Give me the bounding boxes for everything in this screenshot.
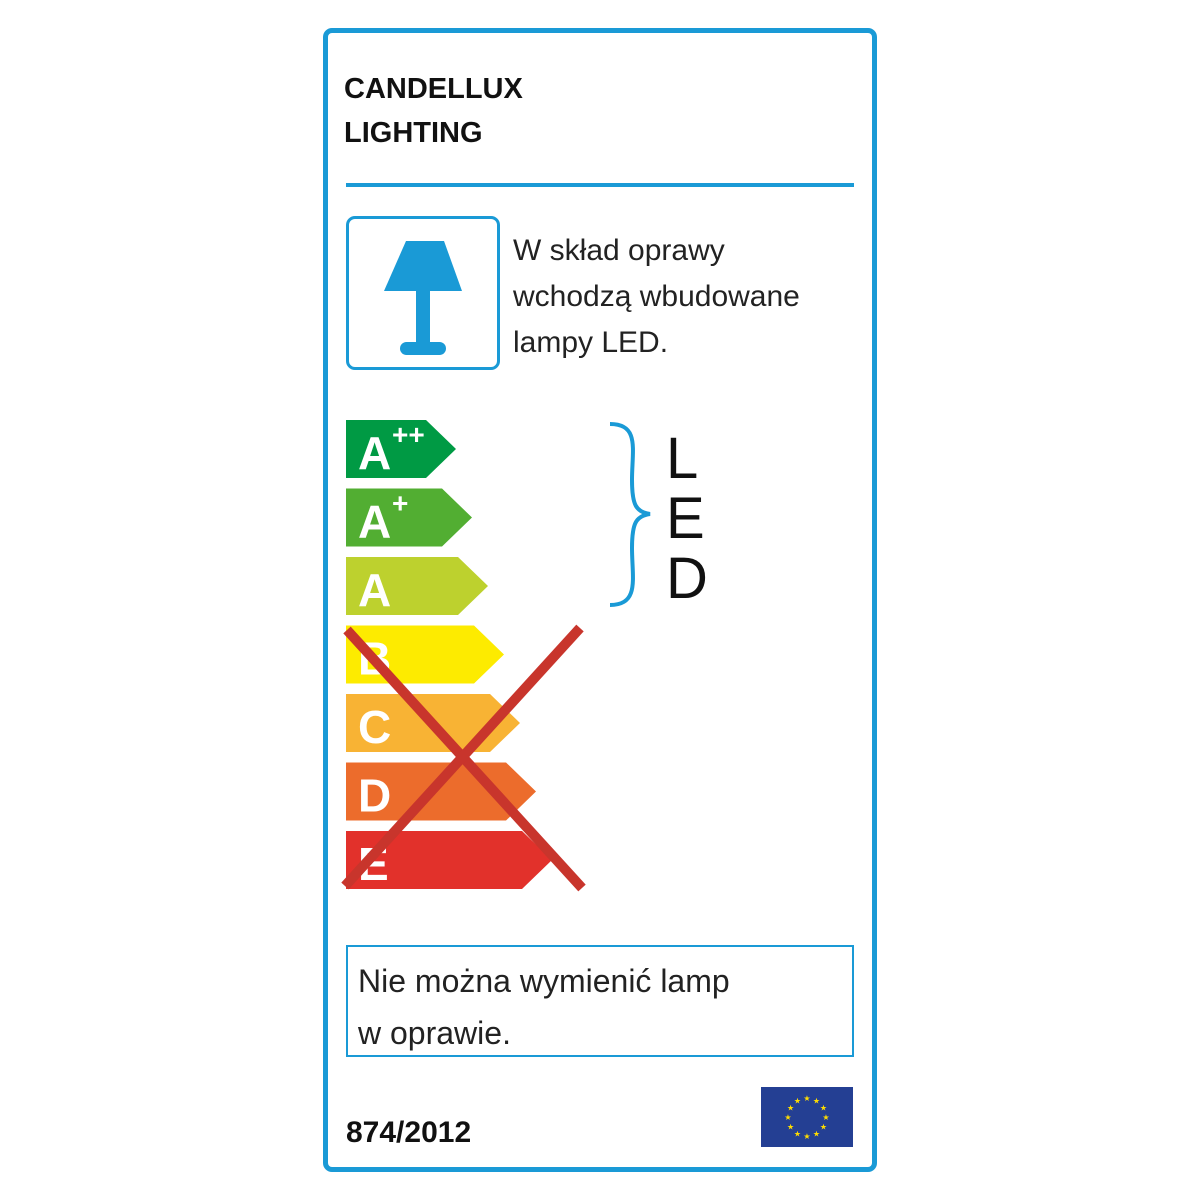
eu-star-icon: ★: [794, 1129, 801, 1138]
regulation-number: 874/2012: [346, 1116, 472, 1149]
eu-star-icon: ★: [787, 1123, 794, 1132]
desc-line: W skład oprawy: [513, 234, 725, 267]
eu-star-icon: ★: [820, 1104, 827, 1113]
table-lamp-icon: [384, 241, 462, 355]
energy-class-sup: ++: [392, 419, 425, 450]
eu-star-icon: ★: [787, 1104, 794, 1113]
eu-star-icon: ★: [813, 1097, 820, 1106]
eu-flag: ★★★★★★★★★★★★: [761, 1087, 853, 1147]
energy-class-label: A: [358, 427, 391, 479]
note-line: w oprawie.: [358, 1015, 511, 1051]
led-letter: L: [666, 426, 699, 491]
eu-star-icon: ★: [813, 1129, 820, 1138]
energy-arrow: [346, 488, 472, 547]
eu-star-icon: ★: [794, 1097, 801, 1106]
energy-arrow: [346, 762, 536, 821]
eu-star-icon: ★: [820, 1123, 827, 1132]
eu-star-icon: ★: [803, 1094, 810, 1103]
energy-arrow: [346, 557, 488, 615]
energy-class-label: C: [358, 701, 391, 753]
desc-line: wchodzą wbudowane: [513, 280, 800, 313]
brand-name: CANDELLUX: [344, 73, 523, 105]
energy-class-sup: +: [392, 488, 408, 519]
divider: [346, 183, 854, 187]
cross-line: [341, 624, 584, 890]
brand-subtitle: LIGHTING: [344, 117, 483, 149]
energy-class-label: A: [358, 564, 391, 616]
energy-class-E: E: [346, 831, 552, 890]
led-letter: E: [666, 486, 705, 551]
curly-brace: [609, 422, 651, 607]
energy-arrow: [346, 420, 456, 478]
desc-line: lampy LED.: [513, 326, 669, 359]
note-box: [346, 945, 854, 1057]
lamp-icon-box: [346, 216, 500, 370]
eu-star-icon: ★: [784, 1113, 791, 1122]
note-text: Nie można wymienić lamp w oprawie.: [358, 955, 730, 1059]
energy-class-label: A: [358, 496, 391, 548]
energy-class-Aplusplus: A++: [346, 419, 456, 479]
led-letter: D: [666, 546, 708, 611]
energy-class-Aplus: A+: [346, 488, 472, 548]
energy-arrow: [346, 831, 552, 889]
label-frame: [323, 28, 877, 1172]
eu-star-icon: ★: [822, 1113, 829, 1122]
energy-class-A: A: [346, 557, 488, 616]
energy-class-D: D: [346, 762, 536, 822]
note-line: Nie można wymienić lamp: [358, 963, 730, 999]
lamp-description: W skład oprawy wchodzą wbudowane lampy L…: [513, 228, 800, 366]
eu-star-icon: ★: [803, 1132, 810, 1141]
energy-class-label: D: [358, 770, 391, 822]
